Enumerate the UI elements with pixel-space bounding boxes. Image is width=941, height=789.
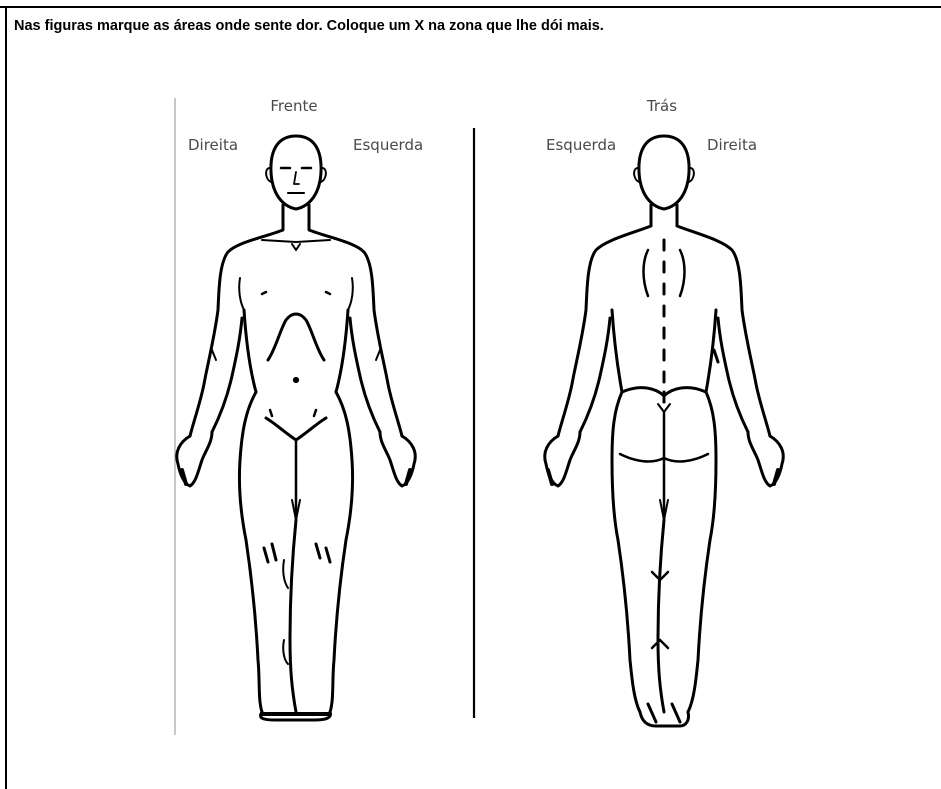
back-body-figure[interactable] <box>545 136 784 726</box>
front-right-side-label: Direita <box>188 136 238 154</box>
front-title: Frente <box>270 97 317 115</box>
back-right-side-label: Direita <box>707 136 757 154</box>
front-body-figure[interactable] <box>177 136 416 720</box>
front-left-side-label: Esquerda <box>353 136 423 154</box>
back-left-side-label: Esquerda <box>546 136 616 154</box>
back-title: Trás <box>646 97 677 115</box>
